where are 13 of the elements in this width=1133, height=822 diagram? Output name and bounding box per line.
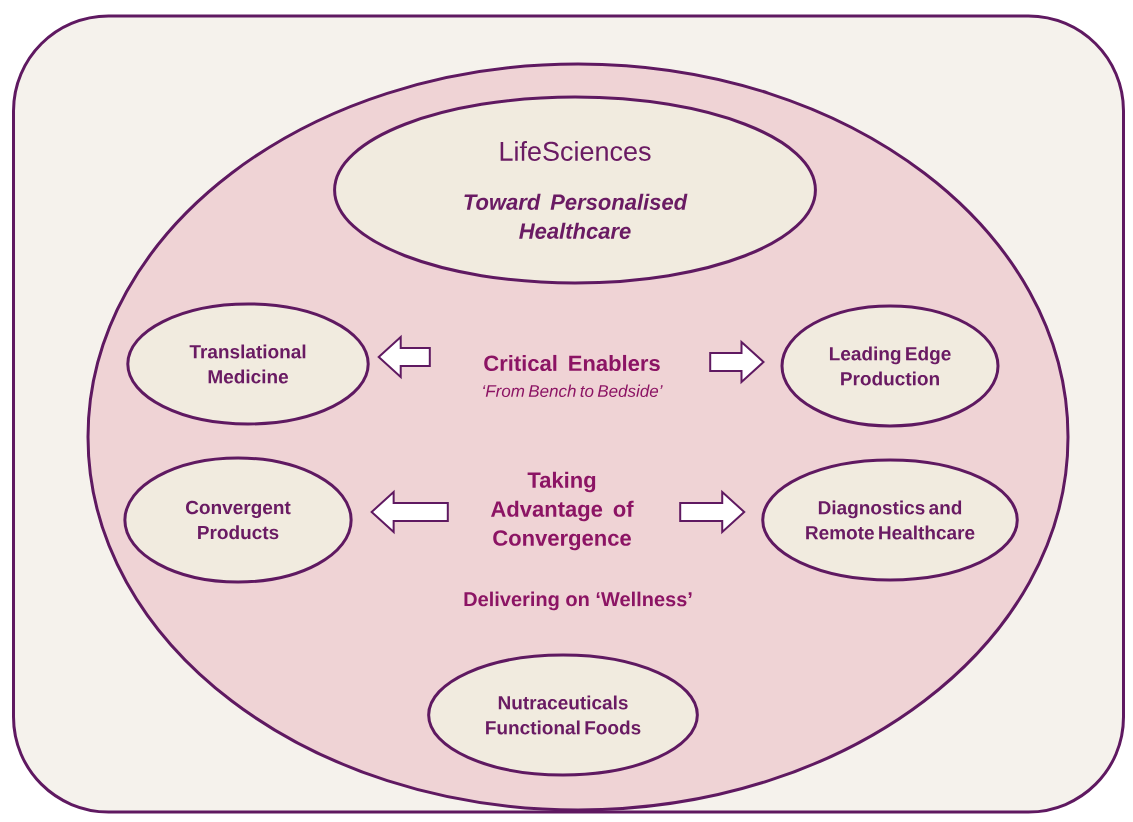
heading-text: Critical Enablers ‘From Bench to Bedside’ — [483, 354, 663, 398]
heading-text: Taking Advantage of Convergence — [491, 471, 634, 551]
ellipse-node: Translational Medicine — [126, 302, 370, 426]
block-arrow — [709, 339, 765, 385]
block-arrow — [377, 334, 431, 380]
ellipse-node: Convergent Products — [123, 456, 353, 584]
ellipse-node: Diagnostics and Remote Healthcare — [761, 458, 1019, 582]
block-arrow — [679, 489, 746, 535]
ellipse-node: LifeSciences Toward Personalised Healthcare — [333, 95, 817, 285]
block-arrow — [370, 489, 449, 535]
section-heading: Delivering on ‘Wellness’ — [464, 591, 692, 611]
ellipse-node: Leading Edge Production — [780, 304, 1000, 428]
ellipse-node: Nutraceuticals Functional Foods — [427, 653, 699, 777]
